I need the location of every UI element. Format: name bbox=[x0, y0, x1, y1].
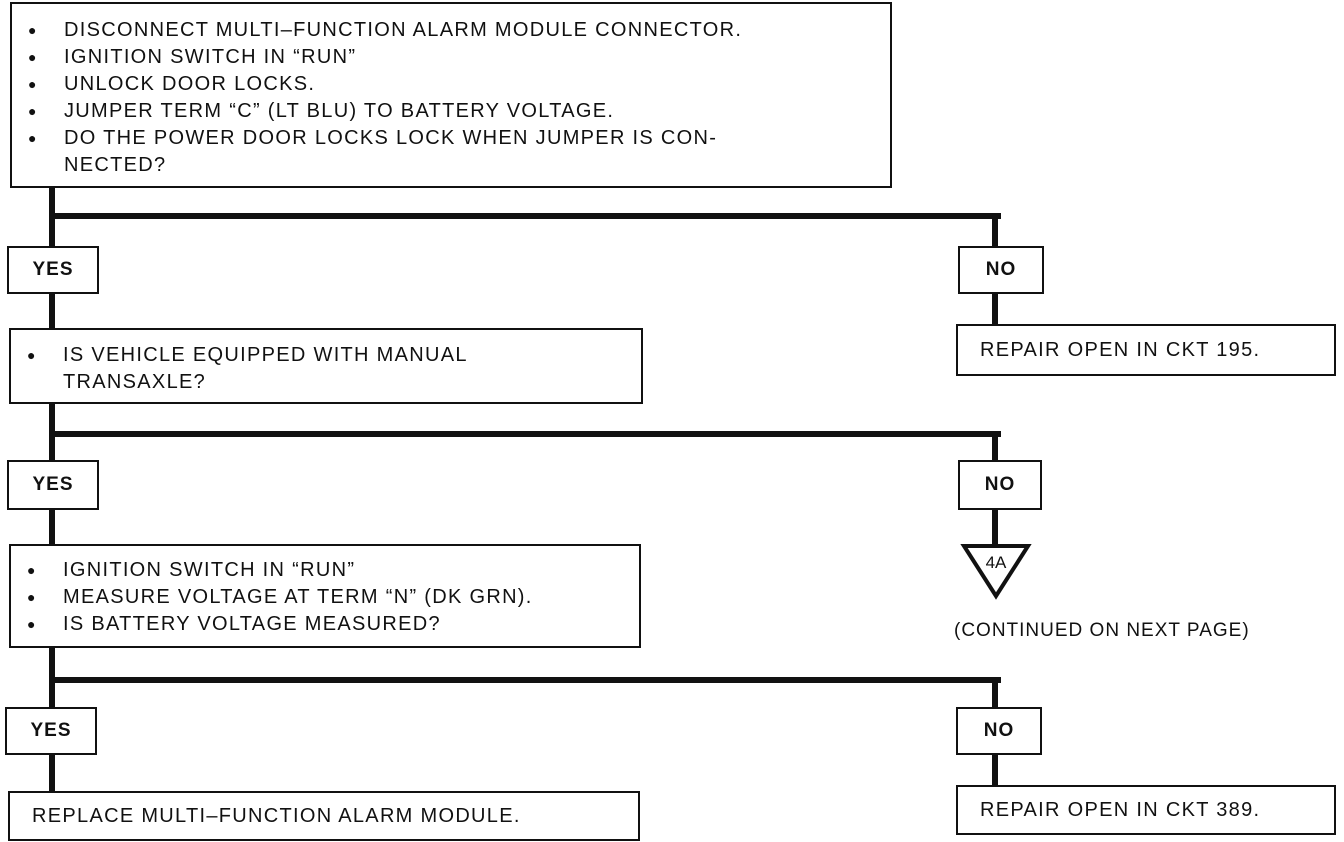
step1-item: UNLOCK DOOR LOCKS. bbox=[12, 71, 890, 98]
connector-4a-triangle: 4A bbox=[960, 544, 1032, 600]
step2-item-line: IS VEHICLE EQUIPPED WITH MANUAL bbox=[63, 344, 468, 366]
step3-item: IS BATTERY VOLTAGE MEASURED? bbox=[11, 611, 639, 638]
step2-item-line: TRANSAXLE? bbox=[63, 371, 207, 393]
step3-no-box: NO bbox=[956, 707, 1042, 755]
flow-line bbox=[992, 213, 998, 248]
step3-box: IGNITION SWITCH IN “RUN” MEASURE VOLTAGE… bbox=[9, 544, 641, 648]
flow-line bbox=[49, 508, 55, 546]
step3-list: IGNITION SWITCH IN “RUN” MEASURE VOLTAGE… bbox=[11, 557, 639, 638]
step3-item: IGNITION SWITCH IN “RUN” bbox=[11, 557, 639, 584]
flow-line bbox=[992, 292, 998, 326]
flow-line bbox=[49, 213, 1001, 219]
step1-item: JUMPER TERM “C” (LT BLU) TO BATTERY VOLT… bbox=[12, 98, 890, 125]
repair-ckt195-text: REPAIR OPEN IN CKT 195. bbox=[980, 338, 1261, 361]
step1-item: IGNITION SWITCH IN “RUN” bbox=[12, 44, 890, 71]
no-label: NO bbox=[984, 474, 1016, 495]
replace-module-text: REPLACE MULTI–FUNCTION ALARM MODULE. bbox=[32, 804, 521, 827]
step2-box: IS VEHICLE EQUIPPED WITH MANUAL TRANSAXL… bbox=[9, 328, 643, 404]
flow-line bbox=[49, 677, 1001, 683]
repair-ckt389-box: REPAIR OPEN IN CKT 389. bbox=[956, 785, 1336, 835]
flow-line bbox=[49, 431, 1001, 437]
step1-no-box: NO bbox=[958, 246, 1044, 294]
yes-label: YES bbox=[32, 474, 74, 495]
repair-ckt389-text: REPAIR OPEN IN CKT 389. bbox=[980, 798, 1261, 821]
continued-note: (CONTINUED ON NEXT PAGE) bbox=[954, 620, 1250, 641]
flow-line bbox=[992, 431, 998, 462]
step2-yes-box: YES bbox=[7, 460, 99, 510]
flow-line bbox=[992, 677, 998, 709]
step1-box: DISCONNECT MULTI–FUNCTION ALARM MODULE C… bbox=[10, 2, 892, 188]
step1-yes-box: YES bbox=[7, 246, 99, 294]
yes-label: YES bbox=[30, 720, 72, 741]
no-label: NO bbox=[985, 259, 1017, 280]
flow-line bbox=[992, 753, 998, 787]
connector-4a-label: 4A bbox=[986, 553, 1007, 572]
step1-item-line: DO THE POWER DOOR LOCKS LOCK WHEN JUMPER… bbox=[64, 127, 718, 149]
repair-ckt195-box: REPAIR OPEN IN CKT 195. bbox=[956, 324, 1336, 376]
no-label: NO bbox=[983, 720, 1015, 741]
step1-item: DISCONNECT MULTI–FUNCTION ALARM MODULE C… bbox=[12, 17, 890, 44]
step2-list: IS VEHICLE EQUIPPED WITH MANUAL TRANSAXL… bbox=[11, 342, 641, 396]
yes-label: YES bbox=[32, 259, 74, 280]
step3-item: MEASURE VOLTAGE AT TERM “N” (DK GRN). bbox=[11, 584, 639, 611]
flow-line bbox=[992, 510, 998, 548]
replace-module-box: REPLACE MULTI–FUNCTION ALARM MODULE. bbox=[8, 791, 640, 841]
step1-list: DISCONNECT MULTI–FUNCTION ALARM MODULE C… bbox=[12, 17, 890, 179]
step1-item: DO THE POWER DOOR LOCKS LOCK WHEN JUMPER… bbox=[12, 125, 890, 179]
step3-yes-box: YES bbox=[5, 707, 97, 755]
step2-no-box: NO bbox=[958, 460, 1042, 510]
flow-line bbox=[49, 753, 55, 793]
step2-item: IS VEHICLE EQUIPPED WITH MANUAL TRANSAXL… bbox=[11, 342, 641, 396]
flow-line bbox=[49, 292, 55, 330]
step1-item-line: NECTED? bbox=[64, 154, 167, 176]
